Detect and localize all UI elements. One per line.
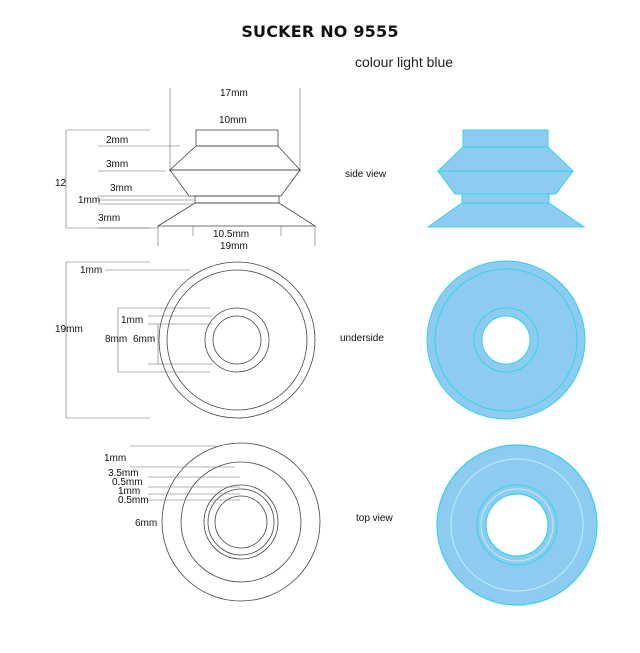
underside-coloured bbox=[426, 260, 586, 420]
dim-neck-width: 10.5mm bbox=[213, 229, 249, 240]
dim-top-0-5mm-b: 0.5mm bbox=[118, 495, 149, 506]
dim-side-2mm: 2mm bbox=[106, 135, 128, 146]
dim-top-hole: 6mm bbox=[135, 518, 157, 529]
colour-note: colour light blue bbox=[355, 54, 454, 70]
dim-top-1mm-b: 1mm bbox=[118, 486, 140, 497]
side-view-coloured bbox=[426, 129, 586, 228]
side-view-drawing bbox=[65, 88, 317, 246]
dim-underside-rim: 1mm bbox=[80, 265, 102, 276]
underside-label: underside bbox=[340, 333, 384, 344]
dim-side-1mm: 1mm bbox=[78, 195, 100, 206]
dim-side-3mm-c: 3mm bbox=[98, 213, 120, 224]
dim-top-width: 17mm bbox=[220, 88, 248, 99]
diagram-title: SUCKER NO 9555 bbox=[241, 22, 399, 41]
dim-side-3mm-b: 3mm bbox=[110, 183, 132, 194]
underside-drawing bbox=[65, 261, 316, 419]
side-view-label: side view bbox=[345, 169, 387, 180]
dim-top-1mm-a: 1mm bbox=[104, 453, 126, 464]
dim-inner-width: 10mm bbox=[219, 115, 247, 126]
dim-side-height: 12 bbox=[55, 178, 67, 189]
top-view-coloured bbox=[436, 444, 598, 606]
dim-side-3mm-a: 3mm bbox=[106, 159, 128, 170]
top-view-label: top view bbox=[356, 513, 393, 524]
dim-underside-outer-hole: 8mm bbox=[105, 334, 127, 345]
dim-top-0-5mm-a: 0.5mm bbox=[112, 477, 143, 488]
dim-base-width: 19mm bbox=[220, 241, 248, 252]
dim-top-3-5mm: 3.5mm bbox=[108, 468, 139, 479]
top-view-drawing bbox=[130, 442, 321, 602]
dim-underside-diameter: 19mm bbox=[55, 324, 83, 335]
dim-underside-inner-hole: 6mm bbox=[133, 334, 155, 345]
dim-underside-ring: 1mm bbox=[121, 315, 143, 326]
